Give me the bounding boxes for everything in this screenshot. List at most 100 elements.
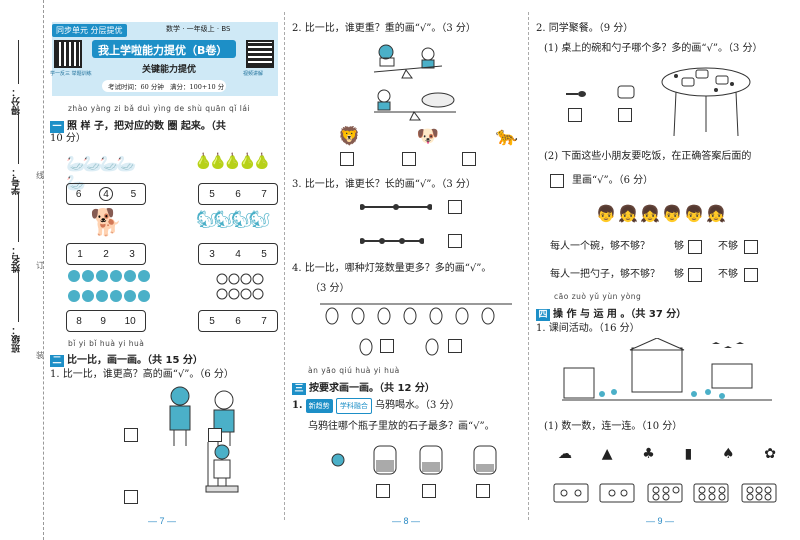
- number-box-1[interactable]: 6 4 5: [66, 183, 146, 205]
- student-id-line: [18, 112, 19, 164]
- answer-box[interactable]: [618, 108, 632, 122]
- page-8: 2. 比一比，谁更重？重的画“√”。（3 分） 🦁🐶🐆 3. 比一比，谁更长？长…: [288, 0, 528, 540]
- qr-code-left[interactable]: [54, 40, 82, 68]
- column-divider: [284, 12, 285, 520]
- number-box-5[interactable]: 8 9 10: [66, 310, 146, 332]
- q2-weight: 2. 比一比，谁更重？重的画“√”。（3 分）: [292, 23, 476, 34]
- number-option[interactable]: 5: [130, 188, 137, 200]
- trend-tag: 新趋势: [305, 399, 333, 413]
- section1-number: 一: [50, 121, 64, 133]
- binding-margin: 得分： 学号： 姓名： 班级： 线 订 装: [0, 0, 44, 540]
- number-option[interactable]: 9: [100, 315, 106, 327]
- page-number: — 8 —: [392, 516, 421, 526]
- section4-title: 操 作 与 运 用 。（共 37 分）: [553, 309, 687, 320]
- dog-icon: 🐶: [416, 126, 440, 147]
- seesaw-dog-leopard-illustration: [374, 89, 456, 121]
- number-option[interactable]: 1: [77, 248, 83, 260]
- section2-q1: 1. 比一比，谁更高？高的画“√”。（6 分）: [50, 369, 234, 380]
- number-box-3[interactable]: 1 2 3: [66, 243, 146, 265]
- number-option[interactable]: 6: [235, 188, 241, 200]
- child-icon: 👧: [706, 204, 726, 223]
- answer-box[interactable]: [476, 484, 490, 498]
- child-icon: 👧: [618, 204, 638, 223]
- answer-box[interactable]: [448, 234, 462, 248]
- number-box-6[interactable]: 5 6 7: [198, 310, 278, 332]
- number-option[interactable]: 3: [129, 248, 135, 260]
- answer-box[interactable]: [462, 152, 476, 166]
- enough-checkbox[interactable]: [688, 240, 702, 254]
- section1-heading: 一照 样 子，把对应的数 圈 起来。（共: [50, 114, 278, 133]
- qr-right-label: 视频讲解: [243, 71, 264, 77]
- dot-cards-row: [553, 483, 777, 503]
- number-box-4[interactable]: 3 4 5: [198, 243, 278, 265]
- q2-1-bowls-spoons: (1) 桌上的碗和勺子哪个多？多的画“√”。（3 分）: [544, 43, 763, 54]
- tree-icon: ♣: [642, 446, 655, 462]
- title-bar: [92, 40, 236, 58]
- number-option[interactable]: 6: [75, 188, 82, 200]
- answer-box[interactable]: [124, 428, 138, 442]
- q1-subtext: 乌鸦往哪个瓶子里放的石子最多？画“√”。: [308, 421, 495, 432]
- number-option[interactable]: 2: [103, 248, 109, 260]
- answer-box[interactable]: [422, 484, 436, 498]
- class-label: 班级：: [12, 326, 22, 353]
- enough-checkbox[interactable]: [688, 268, 702, 282]
- number-option[interactable]: 5: [209, 315, 215, 327]
- rope-illustration-2: [360, 238, 424, 244]
- leopard-icon: 🐆: [495, 126, 518, 147]
- number-option[interactable]: 7: [261, 315, 267, 327]
- crow-bottles-illustration: [331, 445, 497, 475]
- weight-options: 🦁🐶🐆: [338, 126, 518, 147]
- score-label: 得分：: [12, 88, 22, 115]
- answer-box[interactable]: [208, 428, 222, 442]
- answer-box[interactable]: [376, 484, 390, 498]
- page-subtitle: 关键能力提优: [142, 65, 197, 75]
- not-enough-label: 不够: [718, 269, 738, 280]
- playground-illustration: [562, 338, 772, 401]
- q4-lanterns-score: （3 分）: [310, 283, 350, 294]
- child-icon: 👦: [662, 204, 682, 223]
- answer-box[interactable]: [448, 339, 462, 353]
- not-enough-checkbox[interactable]: [744, 268, 758, 282]
- number-option[interactable]: 3: [209, 248, 215, 260]
- section2-number: 二: [50, 355, 64, 367]
- section3-title: 按要求画一画。（共 12 分）: [309, 383, 435, 394]
- lantern-icon: [425, 338, 439, 356]
- qr-left-label: 学一反三 举题训练: [50, 71, 92, 77]
- number-option-circled[interactable]: 4: [99, 187, 113, 201]
- number-option[interactable]: 10: [124, 315, 136, 327]
- kids-row: 👦👧👧👦👦👧: [596, 204, 726, 223]
- not-enough-checkbox[interactable]: [744, 240, 758, 254]
- answer-box-example[interactable]: [550, 174, 564, 188]
- kids-height-illustration: [169, 386, 239, 493]
- name-line: [18, 192, 19, 242]
- pear-group-icon: 🍐🍐🍐🍐🍐: [194, 152, 271, 170]
- number-option[interactable]: 5: [261, 248, 267, 260]
- number-option[interactable]: 4: [235, 248, 241, 260]
- class-line: [18, 272, 19, 322]
- answer-box[interactable]: [380, 339, 394, 353]
- number-box-2[interactable]: 5 6 7: [198, 183, 278, 205]
- answer-box[interactable]: [340, 152, 354, 166]
- answer-box[interactable]: [124, 490, 138, 504]
- page-7: 同步单元 分层提优 数学 · 一年级上 · BS 学一反三 举题训练 视频讲解 …: [46, 0, 280, 540]
- section4-pinyin: cāo zuò yǔ yùn yòng: [554, 292, 642, 301]
- answer-box[interactable]: [402, 152, 416, 166]
- section3-q1: 1. 新趋势 学科融合 乌鸦喝水。（3 分）: [292, 398, 460, 414]
- number-option[interactable]: 6: [235, 315, 241, 327]
- cross-subject-tag: 学科融合: [335, 398, 372, 414]
- page-9: 2. 同学聚餐。（9 分） (1) 桌上的碗和勺子哪个多？多的画“√”。（3 分…: [532, 0, 798, 540]
- q1-1-count-connect: (1) 数一数，连一连。（10 分）: [544, 421, 683, 432]
- score-info: 满分：100+10 分: [170, 83, 225, 91]
- qr-code-right[interactable]: [246, 40, 274, 68]
- number-option[interactable]: 8: [76, 315, 82, 327]
- answer-box[interactable]: [568, 108, 582, 122]
- subject-meta: 数学 · 一年级上 · BS: [166, 25, 231, 33]
- enough-label: 够: [674, 269, 684, 280]
- section4-heading: 四操 作 与 运 用 。（共 37 分）: [536, 302, 686, 321]
- page-title: 我上学啦能力提优（B卷）: [98, 44, 228, 57]
- number-option[interactable]: 7: [261, 188, 267, 200]
- swan-group-icon: 🦢🦢🦢🦢🦢: [66, 154, 137, 192]
- answer-box[interactable]: [448, 200, 462, 214]
- number-option[interactable]: 5: [209, 188, 215, 200]
- column-divider: [528, 12, 529, 520]
